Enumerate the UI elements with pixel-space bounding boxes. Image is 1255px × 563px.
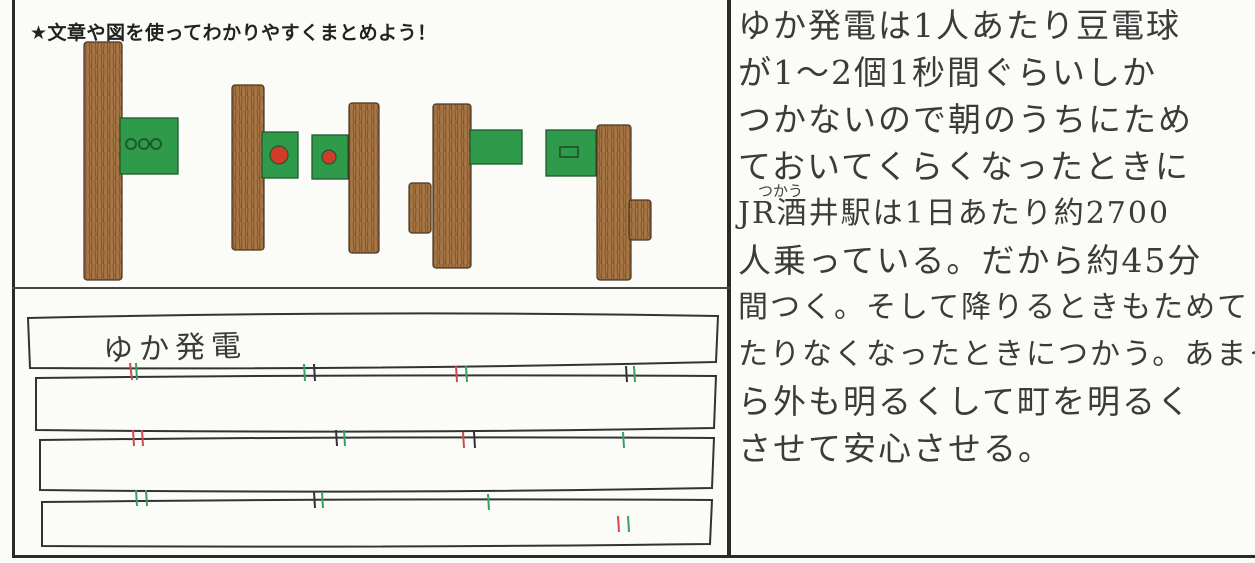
essay-line: ら外も明るくして町を明るく [738, 382, 1193, 421]
essay-line: たりなくなったときにつかう。あまった [738, 337, 1255, 372]
essay-text: ゆか発電は1人あたり豆電球 が1〜2個1秒間ぐらいしか つかないので朝のうちにた… [738, 2, 1255, 472]
essay-line: させて安心させる。 [738, 429, 1053, 468]
floor-strip [26, 312, 720, 370]
essay-line: 間つく。そして降りるときもためて [738, 290, 1250, 325]
green-panel [311, 134, 349, 180]
worksheet-prompt: ★文章や図を使ってわかりやすくまとめよう！ [30, 22, 437, 44]
floor-strip [35, 374, 718, 433]
floor-strip [41, 498, 714, 548]
floor-generation-label: ゆか発電 [102, 328, 248, 369]
wooden-post [83, 41, 123, 281]
floor-strip [39, 436, 716, 493]
essay-annotation: つかう [758, 182, 804, 200]
floor-strips-drawing [26, 312, 720, 548]
green-panel [261, 131, 299, 179]
green-panel [545, 129, 597, 177]
essay-panel [728, 0, 1255, 558]
wooden-post [408, 103, 472, 269]
essay-line: ておいてくらくなったときに [738, 147, 1191, 186]
wooden-post [348, 102, 380, 254]
wooden-post [231, 84, 265, 251]
green-panel [119, 117, 179, 175]
essay-line: JR酒井駅は1日あたり約2700 [738, 196, 1171, 231]
essay-line: が1〜2個1秒間ぐらいしか [738, 53, 1157, 92]
essay-line: 人乗っている。だから約45分 [738, 241, 1203, 280]
green-panel [469, 129, 523, 165]
wooden-post [596, 124, 652, 281]
panel-divider [12, 287, 730, 289]
power-pole-drawing [83, 41, 652, 281]
essay-line: ゆか発電は1人あたり豆電球 [738, 6, 1181, 45]
essay-line: つかないので朝のうちにため [738, 100, 1193, 139]
